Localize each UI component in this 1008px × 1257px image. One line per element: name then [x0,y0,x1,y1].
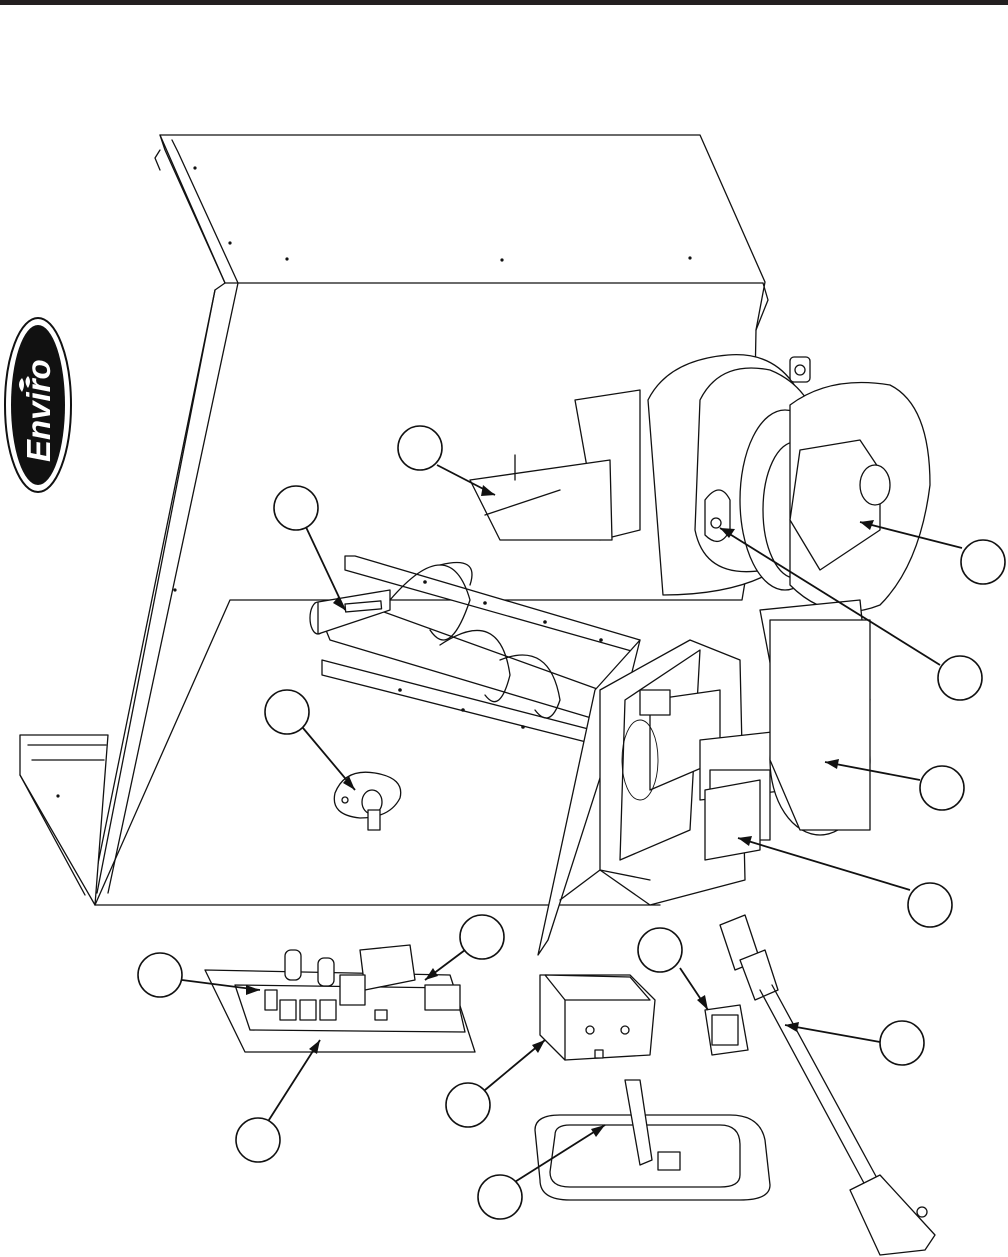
callout-c6 [908,883,952,927]
callout-c9 [138,953,182,997]
callout-c4 [938,656,982,700]
callout-c13 [478,1175,522,1219]
feed-motor-assembly [538,640,790,955]
callout-c10 [236,1118,280,1162]
switch-housing [540,975,655,1060]
enviro-logo: Enviro [5,318,71,492]
callout-c1 [398,426,442,470]
callout-c12 [638,928,682,972]
callout-c5 [920,766,964,810]
ignitor-element [535,1080,770,1200]
control-board [205,945,475,1052]
callout-c11 [446,1083,490,1127]
callout-c2 [274,486,318,530]
callout-c8 [460,915,504,959]
power-cord [720,915,935,1255]
callout-c3 [961,540,1005,584]
callout-c7 [265,690,309,734]
snap-disc [334,772,400,830]
callout-c14 [880,1021,924,1065]
rocker-switch [705,1005,748,1055]
logo-text: Enviro [20,359,57,462]
